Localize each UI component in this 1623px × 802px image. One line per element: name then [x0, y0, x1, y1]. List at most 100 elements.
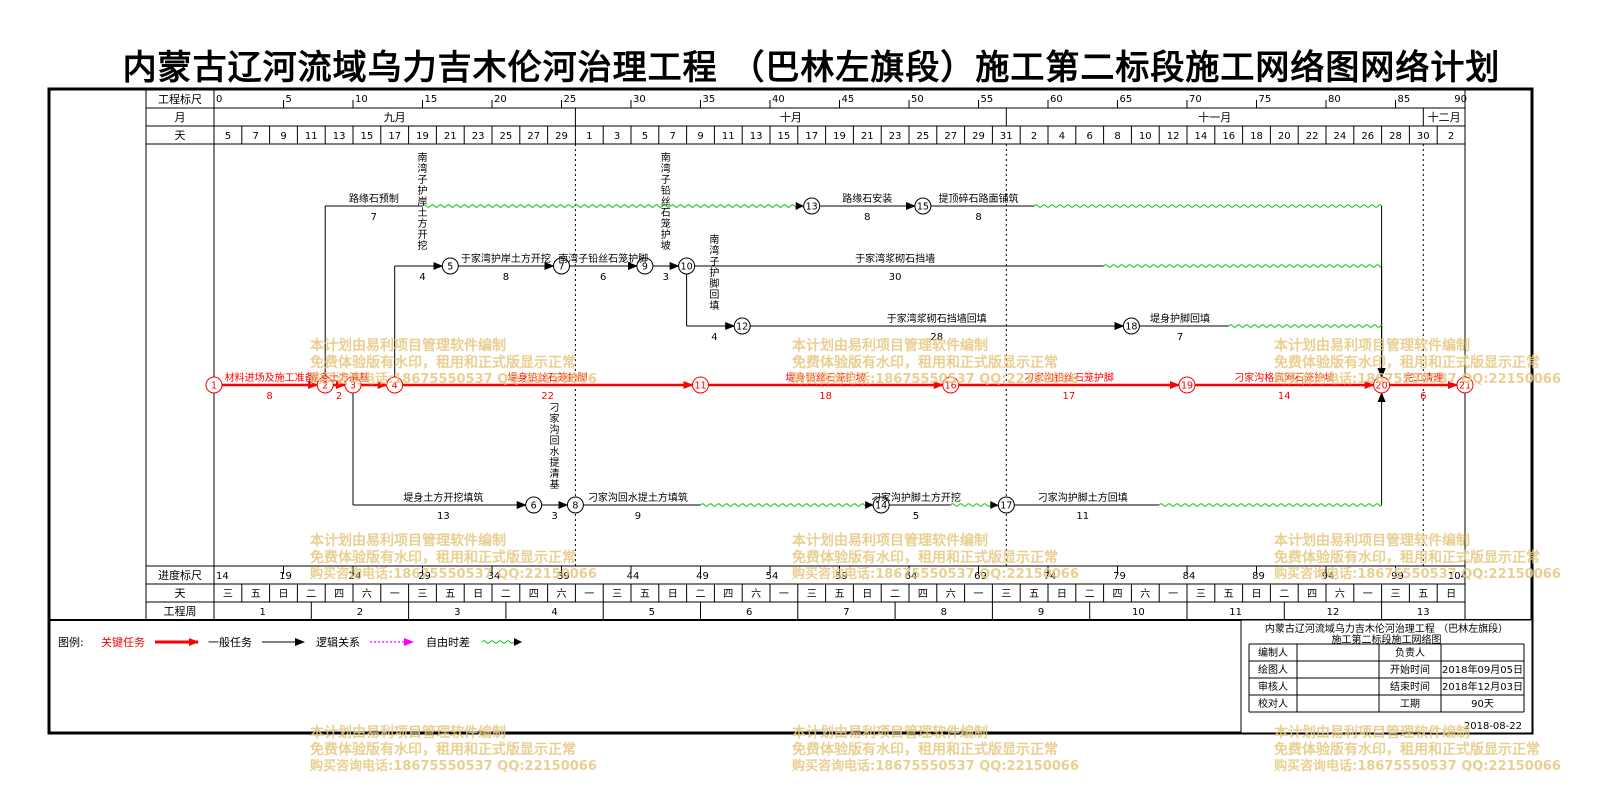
- task-name: 刁家沟回水提清基: [550, 403, 560, 491]
- event-node: [942, 376, 960, 394]
- watermark-line: 免费体验版有水印，租用和正式版显示正常: [792, 549, 1058, 566]
- free-float-wave: [1228, 324, 1383, 328]
- week-number: 11: [1229, 607, 1242, 618]
- legend: 图例:关键任务一般任务逻辑关系自由时差: [58, 635, 522, 649]
- week-number: 6: [746, 607, 752, 618]
- task-labels: 材料进场及施工准备8堤身土方清基2堤身铅丝石笼护脚22堤身铅丝石笼护坡18刁家沟…: [225, 151, 1444, 522]
- top-tick-label: 80: [1328, 94, 1341, 105]
- task-name: 刁家沟格宾网石笼护坡: [1234, 371, 1334, 384]
- day-number: 22: [1306, 131, 1319, 142]
- day-number: 24: [1334, 131, 1347, 142]
- event-node: [733, 317, 751, 335]
- progress-label: 进度标尺: [158, 568, 202, 582]
- weekday: 一: [1363, 589, 1373, 600]
- watermarks: 本计划由易利项目管理软件编制免费体验版有水印，租用和正式版显示正常购买咨询电话:…: [310, 337, 1561, 774]
- task-name: 南湾子铅丝石笼护脚: [558, 252, 648, 265]
- watermark-line: 免费体验版有水印，租用和正式版显示正常: [310, 549, 576, 566]
- task-name: 南湾子铅丝石笼护坡: [661, 151, 671, 252]
- time-dividers: [574, 144, 1424, 566]
- watermark-line: 免费体验版有水印，租用和正式版显示正常: [310, 741, 576, 758]
- top-tick-label: 65: [1120, 94, 1133, 105]
- event-node-number: 12: [736, 322, 748, 333]
- watermark-line: 购买咨询电话:18675550537 QQ:22150066: [310, 566, 597, 582]
- task-duration: 7: [371, 212, 377, 223]
- task-duration: 30: [889, 272, 902, 283]
- progress-tick-label: 59: [835, 571, 848, 582]
- day-number: 30: [1417, 131, 1430, 142]
- day-number: 26: [1361, 131, 1374, 142]
- week-number: 4: [551, 607, 557, 618]
- week-number: 9: [1038, 607, 1044, 618]
- day-number: 25: [500, 131, 513, 142]
- weekday: 三: [1391, 589, 1401, 600]
- task-duration: 8: [975, 212, 981, 223]
- day-number: 5: [225, 131, 231, 142]
- event-node-number: 3: [350, 381, 356, 392]
- legend-logic-label: 逻辑关系: [316, 635, 360, 649]
- top-tick-label: 60: [1050, 94, 1063, 105]
- weekday: 二: [501, 589, 511, 600]
- progress-tick-label: 89: [1252, 571, 1265, 582]
- day-number: 12: [1167, 131, 1180, 142]
- day-number: 1: [586, 131, 592, 142]
- day-number: 29: [555, 131, 568, 142]
- watermark-line: 购买咨询电话:18675550537 QQ:22150066: [310, 371, 597, 387]
- event-node-number: 21: [1459, 381, 1471, 392]
- task-name: 于家湾浆砌石挡墙: [855, 252, 935, 265]
- day-number: 7: [253, 131, 259, 142]
- top-tick-label: 5: [286, 94, 292, 105]
- top-tick-label: 45: [842, 94, 855, 105]
- task-name: 路缘石预制: [349, 192, 399, 205]
- weekday: 日: [668, 589, 678, 600]
- day-number: 2: [1031, 131, 1037, 142]
- progress-tick-label: 74: [1044, 571, 1057, 582]
- weekday: 二: [696, 589, 706, 600]
- progress-tick-label: 54: [766, 571, 779, 582]
- watermark-line: 免费体验版有水印，租用和正式版显示正常: [792, 354, 1058, 371]
- info-key: 编制人: [1258, 646, 1288, 659]
- task-arrows: [222, 202, 1458, 509]
- watermark-line: 购买咨询电话:18675550537 QQ:22150066: [1274, 758, 1561, 774]
- weekday: 四: [529, 589, 539, 600]
- day-number: 13: [750, 131, 763, 142]
- watermark-line: 本计划由易利项目管理软件编制: [310, 337, 506, 354]
- progress-tick-label: 39: [557, 571, 570, 582]
- task-duration: 17: [1062, 391, 1075, 402]
- task-duration: 6: [1420, 391, 1426, 402]
- day-number: 23: [889, 131, 902, 142]
- week-number: 8: [941, 607, 947, 618]
- task-name: 刁家沟护脚土方回填: [1038, 491, 1128, 504]
- info-value: 2018年09月05日: [1442, 663, 1523, 676]
- weekday: 日: [1252, 589, 1262, 600]
- task-name: 堤身铅丝石笼护脚: [508, 371, 588, 384]
- legend-logic-arrow: [404, 638, 414, 646]
- top-tick-label: 20: [494, 94, 507, 105]
- event-node-number: 19: [1181, 381, 1193, 392]
- watermark-line: 本计划由易利项目管理软件编制: [792, 532, 988, 549]
- week-number: 12: [1327, 607, 1340, 618]
- top-tick-label: 75: [1259, 94, 1272, 105]
- top-tick-label: 50: [911, 94, 924, 105]
- day-number: 18: [1250, 131, 1263, 142]
- free-float-wave: [1033, 204, 1383, 208]
- event-node: [386, 376, 404, 394]
- top-tick-label: 15: [425, 94, 438, 105]
- chart-border: [145, 89, 1466, 621]
- day-number: 4: [1059, 131, 1065, 142]
- weekday: 三: [1001, 589, 1011, 600]
- legend-critical-label: 关键任务: [101, 635, 145, 649]
- free-float-wave: [1103, 264, 1383, 268]
- weekday: 一: [1168, 589, 1178, 600]
- event-node: [566, 496, 584, 514]
- top-tick-label: 40: [772, 94, 785, 105]
- month-label: 月: [175, 111, 186, 124]
- day-number: 19: [416, 131, 429, 142]
- event-node: [872, 496, 890, 514]
- day-number: 27: [944, 131, 957, 142]
- legend-float-arrow: [514, 638, 522, 646]
- task-duration: 7: [1177, 332, 1183, 343]
- top-tick-label: 10: [355, 94, 368, 105]
- event-node-number: 13: [806, 202, 818, 213]
- watermark-line: 本计划由易利项目管理软件编制: [1274, 724, 1470, 741]
